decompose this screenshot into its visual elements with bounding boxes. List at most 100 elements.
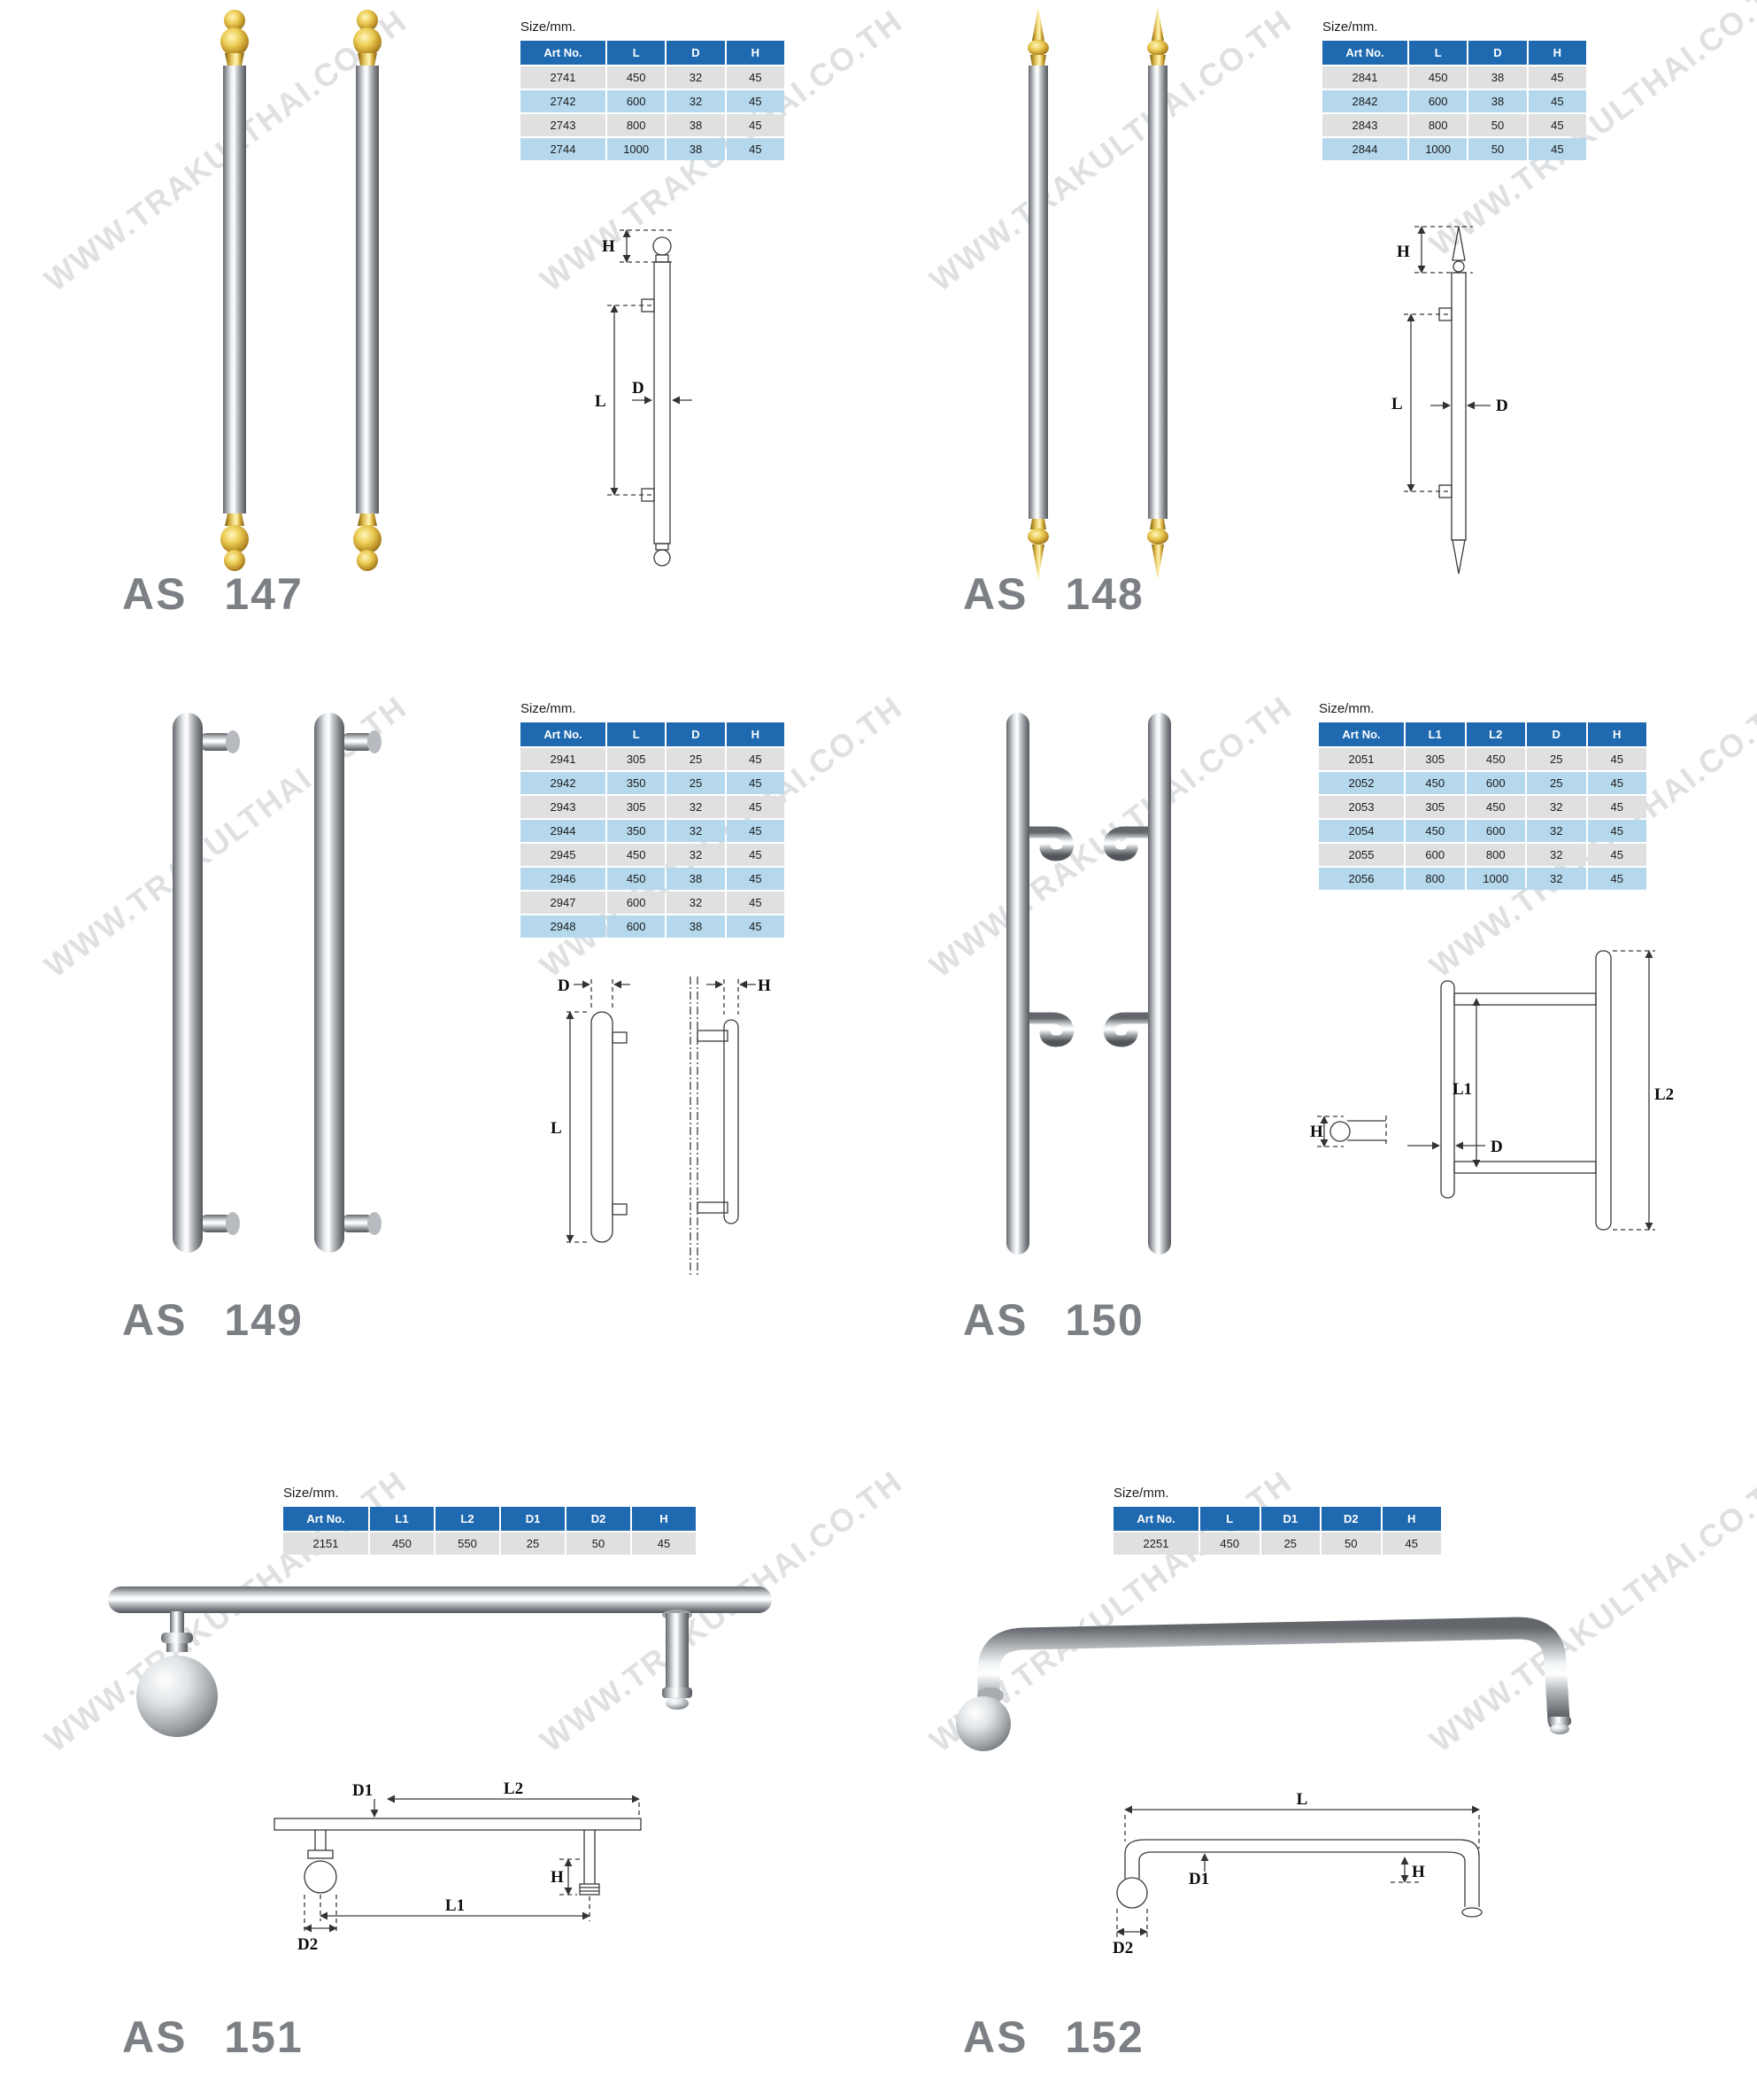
dim-label-d: D xyxy=(1496,397,1508,415)
table-cell: 450 xyxy=(607,844,666,866)
table-cell: 2843 xyxy=(1322,114,1407,136)
table-cell: 450 xyxy=(607,868,666,890)
dim-label-d1: D1 xyxy=(352,1781,373,1800)
dim-label-l1: L1 xyxy=(1453,1080,1472,1099)
table-cell: 50 xyxy=(1468,114,1527,136)
table-cell: 450 xyxy=(1409,66,1468,89)
product-code-as-148: AS 148 xyxy=(963,569,1144,619)
table-cell: 800 xyxy=(1466,844,1525,866)
product-photo-as-151 xyxy=(108,1587,772,1737)
table-cell: 2941 xyxy=(520,748,605,770)
table-cell: 600 xyxy=(607,90,666,112)
dim-label-h: H xyxy=(1412,1863,1425,1881)
table-cell: 2051 xyxy=(1319,748,1404,770)
table-cell: 45 xyxy=(726,844,784,866)
table-cell: 450 xyxy=(1466,748,1525,770)
table-cell: 600 xyxy=(1466,772,1525,794)
table-cell: 2251 xyxy=(1114,1533,1198,1555)
table-cell: 45 xyxy=(1528,66,1586,89)
table-cell: 2844 xyxy=(1322,138,1407,160)
table-cell: 45 xyxy=(1587,844,1646,866)
dim-label-h: H xyxy=(1310,1123,1323,1141)
column-header: Art No. xyxy=(520,41,605,65)
column-header: L xyxy=(607,722,666,746)
table-cell: 450 xyxy=(1406,820,1465,842)
table-cell: 32 xyxy=(667,844,725,866)
dim-label-l2: L2 xyxy=(504,1781,523,1798)
column-header: D1 xyxy=(501,1507,565,1531)
product-photo-as-150 xyxy=(1006,713,1171,1255)
table-cell: 2947 xyxy=(520,892,605,914)
table-cell: 45 xyxy=(726,820,784,842)
table-cell: 2054 xyxy=(1319,820,1404,842)
table-cell: 45 xyxy=(726,66,784,89)
column-header: L xyxy=(607,41,666,65)
product-photo-as-152 xyxy=(956,1617,1571,1751)
product-photo-as-148 xyxy=(1028,7,1168,579)
size-unit-label: Size/mm. xyxy=(283,1486,339,1501)
table-cell: 32 xyxy=(667,820,725,842)
dim-label-l2: L2 xyxy=(1654,1085,1674,1104)
table-cell: 2056 xyxy=(1319,868,1404,890)
table-cell: 550 xyxy=(435,1533,499,1555)
size-unit-label: Size/mm. xyxy=(1114,1486,1169,1501)
table-cell: 450 xyxy=(607,66,666,89)
dim-label-d: D xyxy=(1491,1138,1503,1156)
table-cell: 450 xyxy=(1466,796,1525,818)
table-cell: 38 xyxy=(1468,66,1527,89)
table-cell: 2053 xyxy=(1319,796,1404,818)
product-photo-as-149 xyxy=(173,713,381,1253)
table-cell: 45 xyxy=(726,748,784,770)
table-cell: 45 xyxy=(726,868,784,890)
table-cell: 1000 xyxy=(1409,138,1468,160)
table-cell: 2841 xyxy=(1322,66,1407,89)
table-cell: 25 xyxy=(501,1533,565,1555)
table-cell: 45 xyxy=(726,90,784,112)
dim-label-l: L xyxy=(1391,395,1403,413)
table-cell: 305 xyxy=(607,748,666,770)
dimension-diagram-as-150: H L1 L2 D xyxy=(1310,950,1674,1231)
table-cell: 2743 xyxy=(520,114,605,136)
column-header: Art No. xyxy=(520,722,605,746)
table-cell: 600 xyxy=(1409,90,1468,112)
table-cell: 25 xyxy=(667,772,725,794)
column-header: H xyxy=(726,722,784,746)
table-cell: 350 xyxy=(607,772,666,794)
product-code-as-149: AS 149 xyxy=(122,1295,304,1345)
table-cell: 2744 xyxy=(520,138,605,160)
product-code-as-151: AS 151 xyxy=(122,2012,304,2062)
column-header: D1 xyxy=(1260,1507,1320,1531)
table-cell: 2741 xyxy=(520,66,605,89)
table-cell: 45 xyxy=(1587,796,1646,818)
column-header: Art No. xyxy=(1319,722,1404,746)
table-cell: 305 xyxy=(607,796,666,818)
table-cell: 2943 xyxy=(520,796,605,818)
table-cell: 600 xyxy=(1406,844,1465,866)
table-cell: 32 xyxy=(667,796,725,818)
column-header: D xyxy=(1468,41,1527,65)
dim-label-h: H xyxy=(602,237,615,256)
table-cell: 600 xyxy=(607,915,666,938)
table-cell: 45 xyxy=(726,772,784,794)
table-cell: 25 xyxy=(1260,1533,1320,1555)
dim-label-l1: L1 xyxy=(445,1896,465,1915)
